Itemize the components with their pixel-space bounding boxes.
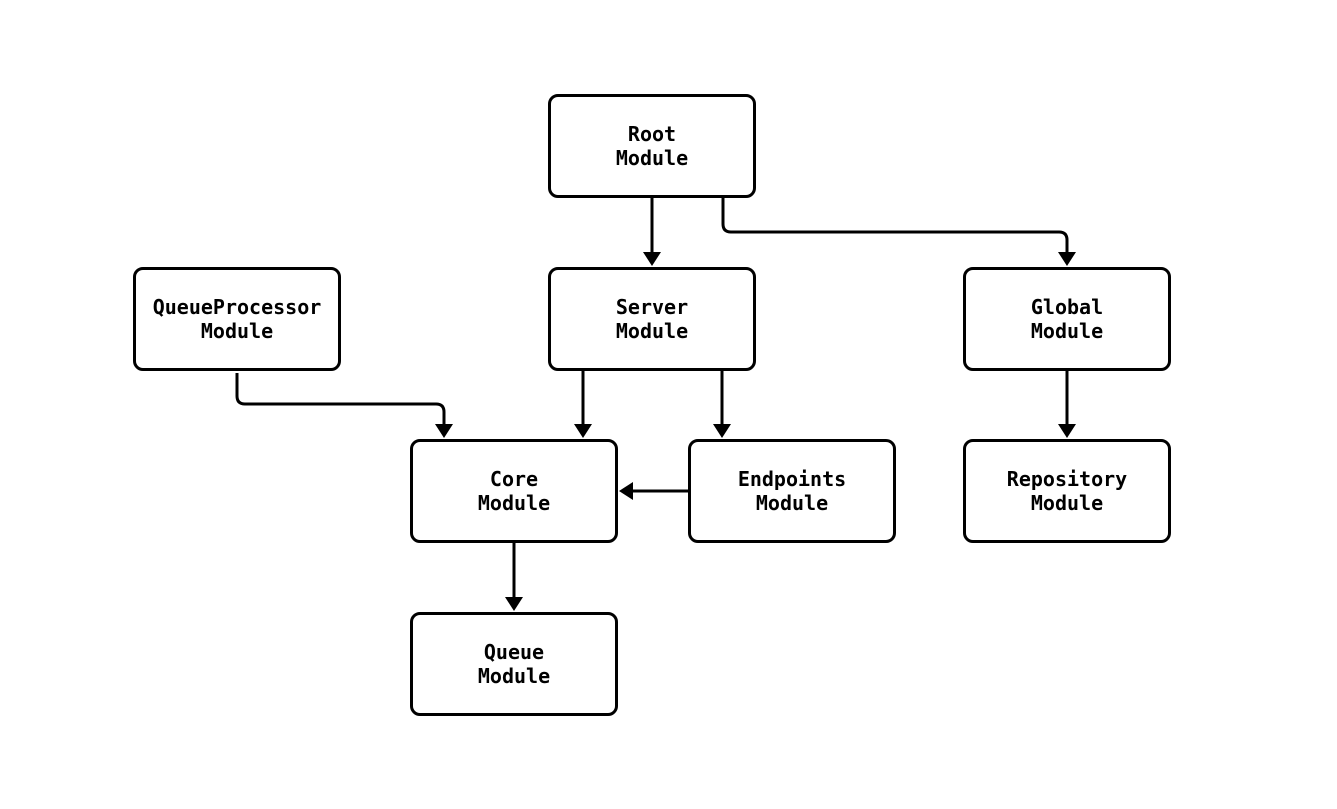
node-server-module: Server Module xyxy=(548,267,756,371)
edge-server-to-endpoints xyxy=(713,371,731,438)
node-label-line1: Endpoints xyxy=(737,467,847,491)
node-label-line1: Server xyxy=(615,295,689,319)
edge-server-to-core xyxy=(574,371,592,438)
node-repository-module: Repository Module xyxy=(963,439,1171,543)
node-root-module: Root Module xyxy=(548,94,756,198)
node-label-line2: Module xyxy=(1030,491,1104,515)
node-label-line1: Global xyxy=(1030,295,1104,319)
edge-core-to-queue xyxy=(505,543,523,611)
node-label-line1: Queue xyxy=(483,640,545,664)
node-label-line2: Module xyxy=(755,491,829,515)
node-label-line2: Module xyxy=(200,319,274,343)
node-global-module: Global Module xyxy=(963,267,1171,371)
edge-root-to-server xyxy=(643,198,661,266)
node-queue-module: Queue Module xyxy=(410,612,618,716)
edge-root-to-global xyxy=(721,198,1076,266)
node-label-line1: Core xyxy=(489,467,539,491)
node-core-module: Core Module xyxy=(410,439,618,543)
edge-queueprocessor-to-core xyxy=(235,373,453,438)
node-queueprocessor-module: QueueProcessor Module xyxy=(133,267,341,371)
edge-endpoints-to-core xyxy=(619,482,688,500)
node-label-line1: Root xyxy=(627,122,677,146)
node-label-line1: QueueProcessor xyxy=(152,295,322,319)
node-label-line2: Module xyxy=(477,491,551,515)
node-label-line2: Module xyxy=(477,664,551,688)
node-endpoints-module: Endpoints Module xyxy=(688,439,896,543)
node-label-line2: Module xyxy=(1030,319,1104,343)
node-label-line1: Repository xyxy=(1006,467,1128,491)
node-label-line2: Module xyxy=(615,319,689,343)
node-label-line2: Module xyxy=(615,146,689,170)
edge-global-to-repository xyxy=(1058,371,1076,438)
